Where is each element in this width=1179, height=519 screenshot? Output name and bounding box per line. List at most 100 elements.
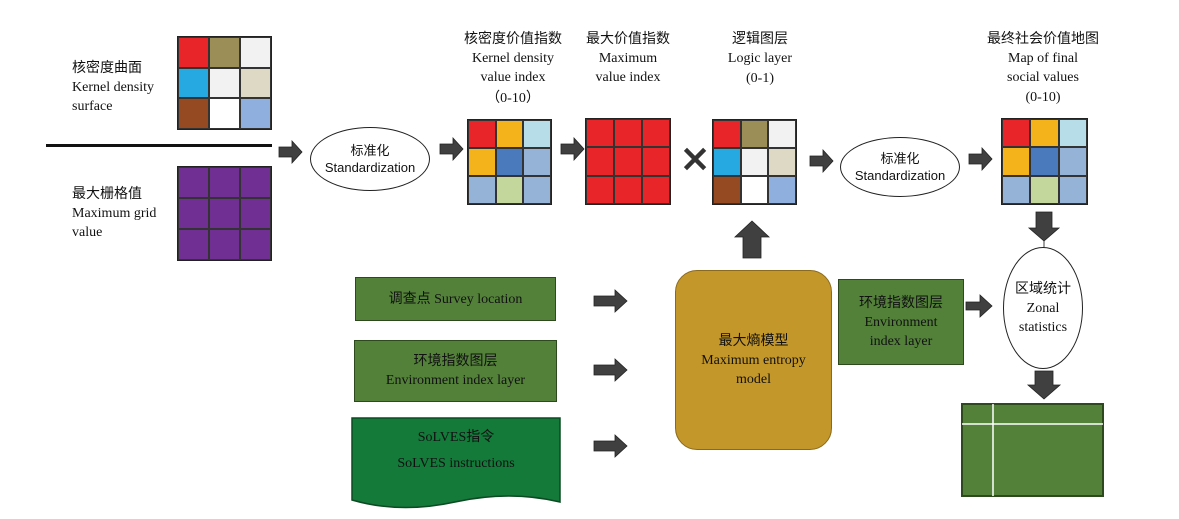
final-map-title-en1: Map of final — [1008, 51, 1078, 66]
grid-cell — [1058, 175, 1087, 204]
multiply-icon: × — [679, 136, 711, 180]
solves-document-shape — [351, 417, 561, 509]
grid-cell — [178, 167, 209, 198]
final-map-range: (0-10) — [1025, 90, 1061, 105]
grid-cell — [209, 229, 240, 260]
grid-cell — [523, 176, 551, 204]
logic-range: (0-1) — [746, 71, 774, 86]
grid-cell — [586, 147, 614, 176]
maxent-label-en2: model — [736, 371, 771, 387]
standardization-1-cn: 标准化 — [350, 143, 390, 158]
grid-cell — [178, 67, 209, 99]
grid-cell — [178, 98, 209, 129]
final-map-title-cn: 最终社会价值地图 — [987, 32, 1099, 47]
result-table-shape — [961, 403, 1104, 497]
grid-cell — [495, 176, 524, 204]
grid-cell — [523, 120, 551, 148]
logic-title-cn: 逻辑图层 — [732, 32, 788, 47]
zonal-label-en1: Zonal — [1026, 300, 1060, 316]
grid-cell — [586, 119, 614, 148]
survey-location-label: 调查点 Survey location — [388, 291, 523, 307]
grid-cell — [178, 229, 209, 260]
kernel-density-label-en1: Kernel density — [72, 80, 155, 95]
kdvi-range: （0-10） — [486, 91, 540, 106]
standardization-1-en: Standardization — [324, 160, 416, 175]
grid-cell — [1002, 119, 1031, 148]
grid-cell — [209, 67, 240, 99]
solves-label-cn: SoLVES指令 — [417, 430, 495, 445]
environment-index-input-box: 环境指数图层 Environment index layer — [354, 340, 557, 402]
zonal-label-en2: statistics — [1018, 319, 1068, 335]
logic-title-en: Logic layer — [727, 51, 793, 66]
grid-cell — [1058, 147, 1087, 176]
kernel-density-label-en2: surface — [72, 99, 113, 114]
env-layer-label-cn: 环境指数图层 — [859, 295, 943, 311]
maxent-label-en1: Maximum entropy — [701, 352, 806, 368]
standardization-ellipse-1: 标准化 Standardization — [310, 127, 430, 191]
grid-cell — [642, 119, 670, 148]
environment-index-input-en: Environment index layer — [385, 373, 526, 388]
survey-location-box: 调查点 Survey location — [355, 277, 556, 321]
grid-cell — [523, 148, 551, 176]
final-map-grid — [1001, 118, 1088, 205]
grid-cell — [768, 176, 796, 204]
max-grid-label-en2: value — [72, 225, 103, 240]
kdvi-title-en1: Kernel density — [471, 51, 555, 66]
solves-label-en: SoLVES instructions — [397, 456, 515, 471]
grid-cell — [240, 167, 271, 198]
grid-cell — [1030, 119, 1059, 148]
logic-layer-grid — [712, 119, 797, 205]
grid-cell — [178, 198, 209, 229]
grid-cell — [1002, 175, 1031, 204]
grid-cell — [495, 120, 524, 148]
grid-cell — [1058, 119, 1087, 148]
mvi-title-en2: value index — [595, 70, 661, 85]
divider-line — [46, 144, 272, 147]
zonal-label-cn: 区域统计 — [1015, 281, 1071, 297]
grid-cell — [1002, 147, 1031, 176]
grid-cell — [468, 176, 496, 204]
grid-cell — [240, 98, 271, 129]
grid-cell — [614, 175, 642, 204]
grid-cell — [642, 147, 670, 176]
grid-cell — [614, 147, 642, 176]
grid-cell — [209, 167, 240, 198]
grid-cell — [209, 37, 240, 68]
maxent-label-cn: 最大熵模型 — [718, 333, 789, 349]
grid-cell — [209, 98, 240, 129]
grid-cell — [614, 119, 642, 148]
grid-cell — [240, 198, 271, 229]
mvi-title-cn: 最大价值指数 — [586, 32, 670, 47]
grid-cell — [713, 120, 741, 148]
env-layer-label-en2: index layer — [869, 333, 933, 349]
grid-cell — [586, 175, 614, 204]
standardization-2-en: Standardization — [854, 168, 946, 183]
standardization-2-cn: 标准化 — [880, 151, 920, 166]
grid-cell — [740, 148, 769, 176]
grid-cell — [495, 148, 524, 176]
kdvi-grid — [467, 119, 552, 205]
grid-cell — [1030, 147, 1059, 176]
environment-index-layer-box: 环境指数图层 Environment index layer — [838, 279, 964, 365]
grid-cell — [240, 37, 271, 68]
grid-cell — [209, 198, 240, 229]
grid-cell — [642, 175, 670, 204]
mvi-grid — [585, 118, 671, 205]
env-layer-label-en1: Environment — [864, 314, 938, 330]
grid-cell — [1030, 175, 1059, 204]
grid-cell — [740, 176, 769, 204]
grid-cell — [178, 37, 209, 68]
zonal-statistics-ellipse: 区域统计 Zonal statistics — [1003, 247, 1083, 369]
grid-cell — [468, 120, 496, 148]
mvi-title-en1: Maximum — [598, 51, 658, 66]
max-grid-label-cn: 最大栅格值 — [72, 187, 142, 202]
grid-cell — [713, 148, 741, 176]
maximum-entropy-model-box: 最大熵模型 Maximum entropy model — [675, 270, 832, 450]
grid-cell — [768, 148, 796, 176]
grid-cell — [240, 229, 271, 260]
max-grid-label-en1: Maximum grid — [72, 206, 157, 221]
kdvi-title-cn: 核密度价值指数 — [464, 32, 562, 47]
maximum-grid-value-grid — [177, 166, 272, 261]
grid-cell — [768, 120, 796, 148]
